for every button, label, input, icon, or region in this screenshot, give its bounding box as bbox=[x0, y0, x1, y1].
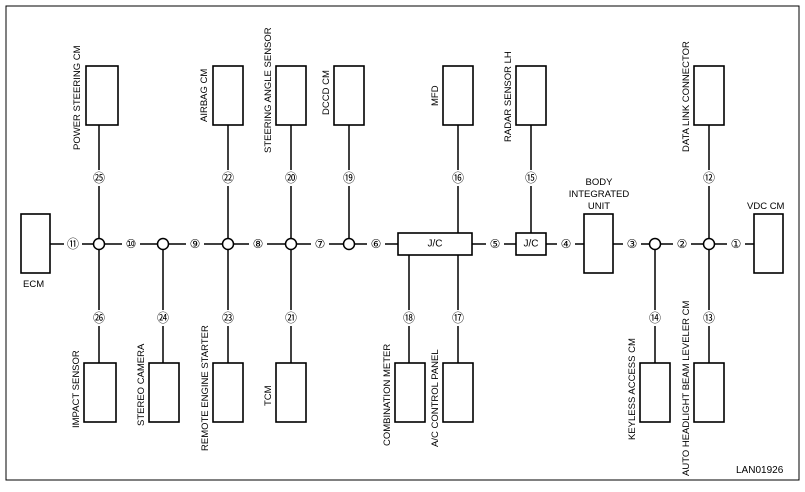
segment-number-backgrounds bbox=[64, 170, 745, 326]
mfd-label: MFD bbox=[430, 85, 441, 106]
dccd-cm-box bbox=[333, 65, 365, 126]
body-integrated-unit-label-3: UNIT bbox=[588, 201, 610, 212]
vdc-cm-box bbox=[753, 213, 784, 274]
ac-control-panel-box bbox=[442, 362, 474, 423]
segment-6: ⑥ bbox=[371, 237, 382, 251]
keyless-access-cm-box bbox=[639, 362, 671, 423]
segment-1: ① bbox=[731, 237, 742, 251]
jc-main-label: J/C bbox=[428, 239, 443, 250]
segment-10: ⑩ bbox=[126, 237, 137, 251]
combination-meter-label: COMBINATION METER bbox=[382, 344, 393, 446]
segment-3: ③ bbox=[627, 237, 638, 251]
figure-code: LAN01926 bbox=[736, 465, 784, 476]
steering-angle-sensor-label: STEERING ANGLE SENSOR bbox=[263, 27, 274, 153]
impact-sensor-label: IMPACT SENSOR bbox=[71, 350, 82, 428]
ac-control-panel-label: A/C CONTROL PANEL bbox=[430, 349, 441, 447]
segment-19: ⑲ bbox=[343, 171, 355, 185]
jc-main-box bbox=[397, 232, 473, 256]
auto-headlight-leveler-cm-box bbox=[693, 362, 725, 423]
segment-5: ⑤ bbox=[490, 237, 501, 251]
ecm-label: ECM bbox=[23, 279, 44, 290]
segment-24: ㉔ bbox=[157, 311, 169, 325]
airbag-cm-label: AIRBAG CM bbox=[199, 69, 210, 122]
segment-23: ㉓ bbox=[222, 311, 234, 325]
diagram-frame bbox=[5, 5, 800, 481]
segment-13: ⑬ bbox=[703, 311, 715, 325]
power-steering-cm-label: POWER STEERING CM bbox=[72, 45, 83, 150]
body-integrated-unit-label-2: INTEGRATED bbox=[569, 189, 630, 200]
stereo-camera-label: STEREO CAMERA bbox=[136, 343, 147, 426]
auto-headlight-leveler-cm-label: AUTO HEADLIGHT BEAM LEVELER CM bbox=[681, 300, 692, 476]
segment-2: ② bbox=[677, 237, 688, 251]
ecm-box bbox=[20, 213, 51, 274]
segment-4: ④ bbox=[561, 237, 572, 251]
tcm-label: TCM bbox=[263, 385, 274, 406]
segment-16: ⑯ bbox=[452, 171, 464, 185]
airbag-cm-box bbox=[212, 65, 244, 126]
segment-17: ⑰ bbox=[452, 311, 464, 325]
body-integrated-unit-label-1: BODY bbox=[586, 177, 614, 188]
segment-22: ㉒ bbox=[222, 171, 234, 185]
segment-26: ㉖ bbox=[93, 311, 105, 325]
combination-meter-box bbox=[394, 362, 426, 423]
power-steering-cm-box bbox=[85, 65, 119, 126]
remote-engine-starter-box bbox=[212, 362, 244, 423]
keyless-access-cm-label: KEYLESS ACCESS CM bbox=[627, 338, 638, 440]
dccd-cm-label: DCCD CM bbox=[321, 70, 332, 115]
remote-engine-starter-label: REMOTE ENGINE STARTER bbox=[200, 325, 211, 451]
segment-14: ⑭ bbox=[649, 311, 661, 325]
tcm-box bbox=[275, 362, 307, 423]
stereo-camera-box bbox=[148, 362, 180, 423]
impact-sensor-box bbox=[83, 362, 117, 423]
segment-15: ⑮ bbox=[525, 171, 537, 185]
jc-small-box bbox=[515, 232, 547, 256]
segment-8: ⑧ bbox=[253, 237, 264, 251]
segment-25: ㉕ bbox=[93, 171, 105, 185]
segment-7: ⑦ bbox=[315, 237, 326, 251]
body-integrated-unit-box bbox=[583, 213, 614, 274]
segment-11: ⑪ bbox=[67, 237, 79, 251]
radar-sensor-lh-box bbox=[515, 65, 547, 126]
segment-9: ⑨ bbox=[190, 237, 201, 251]
segment-20: ⑳ bbox=[285, 171, 297, 185]
segment-12: ⑫ bbox=[703, 171, 715, 185]
radar-sensor-lh-label: RADAR SENSOR LH bbox=[503, 51, 514, 142]
steering-angle-sensor-box bbox=[275, 65, 307, 126]
junction-nodes bbox=[92, 237, 716, 251]
data-link-connector-label: DATA LINK CONNECTOR bbox=[681, 41, 692, 152]
data-link-connector-box bbox=[693, 65, 725, 126]
segment-21: ㉑ bbox=[285, 311, 297, 325]
jc-small-label: J/C bbox=[524, 239, 539, 250]
segment-18: ⑱ bbox=[403, 311, 415, 325]
mfd-box bbox=[442, 65, 474, 126]
vdc-cm-label: VDC CM bbox=[747, 201, 785, 212]
